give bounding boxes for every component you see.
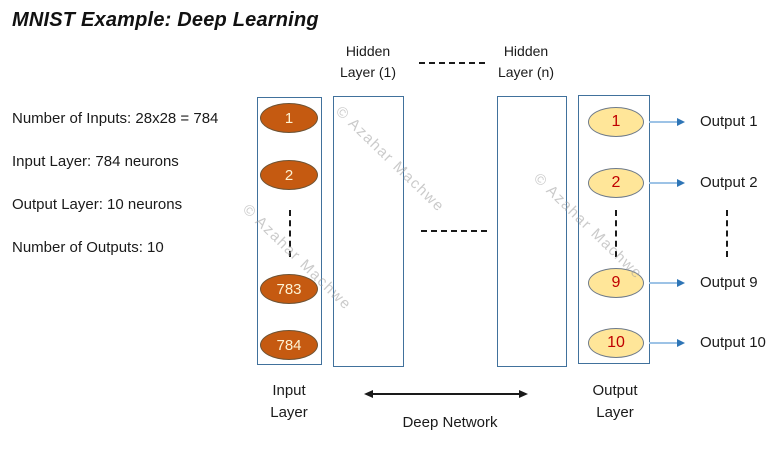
output-layer-caption-line2: Layer xyxy=(596,404,634,421)
input-layer-caption-line1: Input xyxy=(272,382,306,399)
hidden-layer-1-header: Hidden Layer (1) xyxy=(318,41,418,83)
output-layer-caption-line1: Output xyxy=(592,382,638,399)
info-number-of-inputs: Number of Inputs: 28x28 = 784 xyxy=(12,110,219,127)
input-neuron: 784 xyxy=(260,330,318,360)
output-arrow xyxy=(649,279,685,287)
output-neuron: 1 xyxy=(588,107,644,137)
info-output-layer: Output Layer: 10 neurons xyxy=(12,196,183,213)
output-layer-box xyxy=(578,95,650,364)
hidden-layers-ellipsis-dashes-top xyxy=(419,62,485,64)
input-neurons-ellipsis-dashes xyxy=(289,210,291,257)
output-neuron: 10 xyxy=(588,328,644,358)
output-label: Output 2 xyxy=(700,174,758,191)
page-title: MNIST Example: Deep Learning xyxy=(12,9,319,31)
output-arrow xyxy=(649,339,685,347)
info-number-of-outputs: Number of Outputs: 10 xyxy=(12,239,164,256)
output-label: Output 1 xyxy=(700,113,758,130)
input-layer-caption-line2: Layer xyxy=(270,404,308,421)
hidden-layer-n-box xyxy=(497,96,567,367)
hidden-layer-1-box xyxy=(333,96,404,367)
input-neuron: 1 xyxy=(260,103,318,133)
hidden-layer-1-header-line2: Layer (1) xyxy=(339,64,397,80)
input-neuron: 783 xyxy=(260,274,318,304)
output-layer-caption: Output Layer xyxy=(580,380,650,424)
hidden-layer-n-header-line2: Layer (n) xyxy=(497,64,555,80)
output-arrow xyxy=(649,179,685,187)
input-neuron: 2 xyxy=(260,160,318,190)
info-input-layer: Input Layer: 784 neurons xyxy=(12,153,179,170)
output-arrow xyxy=(649,118,685,126)
output-neurons-ellipsis-dashes xyxy=(615,210,617,257)
output-labels-ellipsis-dashes xyxy=(726,210,728,257)
output-label: Output 10 xyxy=(700,334,766,351)
deep-network-double-arrow xyxy=(364,390,528,398)
hidden-layer-1-header-line1: Hidden xyxy=(345,43,391,59)
hidden-layer-n-header: Hidden Layer (n) xyxy=(476,41,576,83)
output-neuron: 9 xyxy=(588,268,644,298)
output-neuron: 2 xyxy=(588,168,644,198)
hidden-layers-ellipsis-dashes-middle xyxy=(421,230,487,232)
deep-network-label: Deep Network xyxy=(402,414,498,431)
input-layer-caption: Input Layer xyxy=(254,380,324,424)
output-label: Output 9 xyxy=(700,274,758,291)
hidden-layer-n-header-line1: Hidden xyxy=(503,43,549,59)
